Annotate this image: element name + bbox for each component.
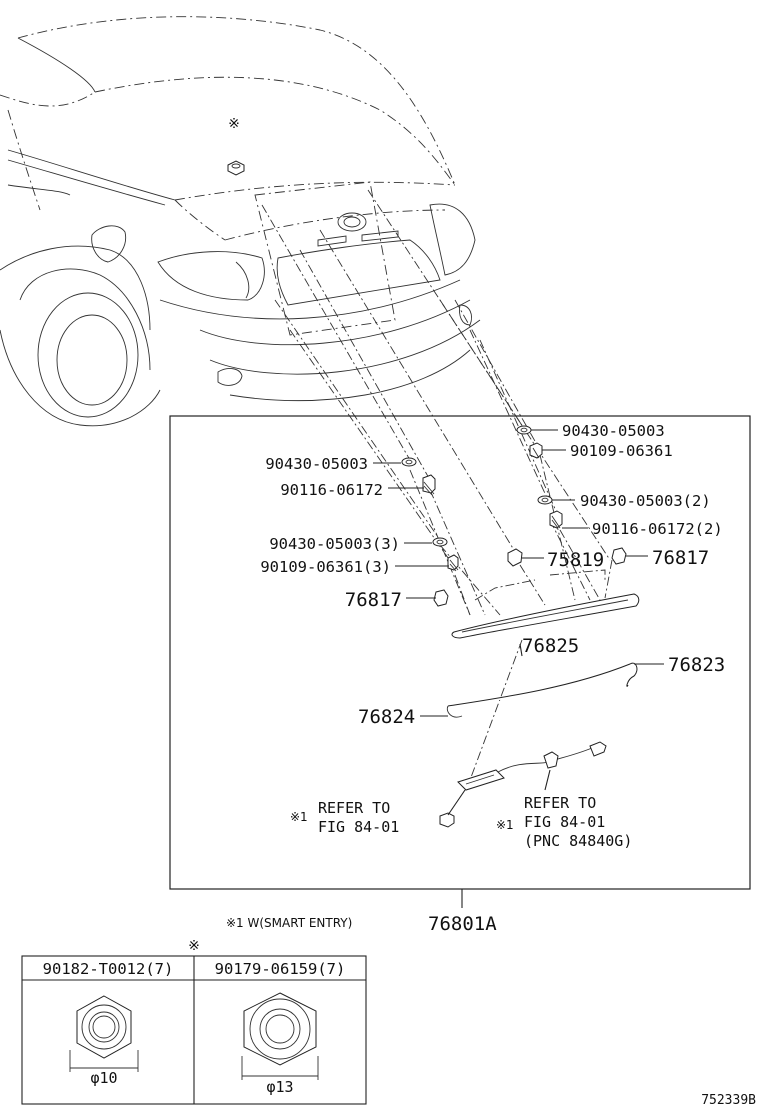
label-left-screw-1: 90116-06172 xyxy=(280,481,383,499)
label-molding-right: 76823 xyxy=(668,654,725,676)
label-right-washer-1: 90430-05003 xyxy=(562,422,665,440)
label-right-screw-2: 90116-06172(2) xyxy=(592,520,723,538)
nut-col1-dim: φ10 xyxy=(90,1069,117,1087)
refer-right-line3: (PNC 84840G) xyxy=(524,832,632,850)
assembly-frame xyxy=(169,415,751,890)
refer-right-line2: FIG 84-01 xyxy=(524,813,605,831)
garnish-76825 xyxy=(451,593,640,657)
label-molding-left: 76824 xyxy=(358,706,415,728)
nut-icon-top xyxy=(227,160,245,176)
figure-code: 752339B xyxy=(701,1093,756,1108)
label-right-washer-2: 90430-05003(2) xyxy=(580,492,711,510)
refer-left-line2: FIG 84-01 xyxy=(318,818,399,836)
top-mark: ※ xyxy=(228,116,240,132)
hex-nut-small-icon xyxy=(69,995,139,1072)
note-smart-entry: ※1 W(SMART ENTRY) xyxy=(226,916,352,930)
label-left-washer-1: 90430-05003 xyxy=(265,455,368,473)
nut-col1-header: 90182-T0012(7) xyxy=(43,960,174,978)
refer-left: ※1 REFER TO FIG 84-01 xyxy=(290,799,399,836)
switch-harness xyxy=(439,741,607,828)
nut-table-mark: ※ xyxy=(188,938,200,954)
label-right-screw-1: 90109-06361 xyxy=(570,442,673,460)
refer-left-line1: REFER TO xyxy=(318,799,390,817)
refer-right: REFER TO ※1 FIG 84-01 (PNC 84840G) xyxy=(496,794,632,850)
label-garnish: 76825 xyxy=(522,635,579,657)
label-right-clip: 76817 xyxy=(652,547,709,569)
label-left-clip: 76817 xyxy=(345,589,402,611)
nut-col2-header: 90179-06159(7) xyxy=(215,960,346,978)
right-fasteners xyxy=(507,425,648,567)
refer-right-mark: ※1 xyxy=(496,818,514,832)
hex-nut-large-icon xyxy=(241,992,319,1080)
label-left-screw-2: 90109-06361(3) xyxy=(260,558,391,576)
label-left-washer-2: 90430-05003(3) xyxy=(269,535,400,553)
moldings xyxy=(420,662,664,718)
nut-col2-dim: φ13 xyxy=(266,1078,293,1096)
car-body-illustration xyxy=(0,16,481,427)
label-center-part: 75819 xyxy=(547,549,604,571)
refer-left-mark: ※1 xyxy=(290,810,308,824)
nut-table: 90182-T0012(7) 90179-06159(7) φ10 φ13 xyxy=(21,955,367,1105)
assembly-part-number: 76801A xyxy=(428,913,497,935)
refer-right-line1: REFER TO xyxy=(524,794,596,812)
left-fasteners xyxy=(373,457,459,607)
